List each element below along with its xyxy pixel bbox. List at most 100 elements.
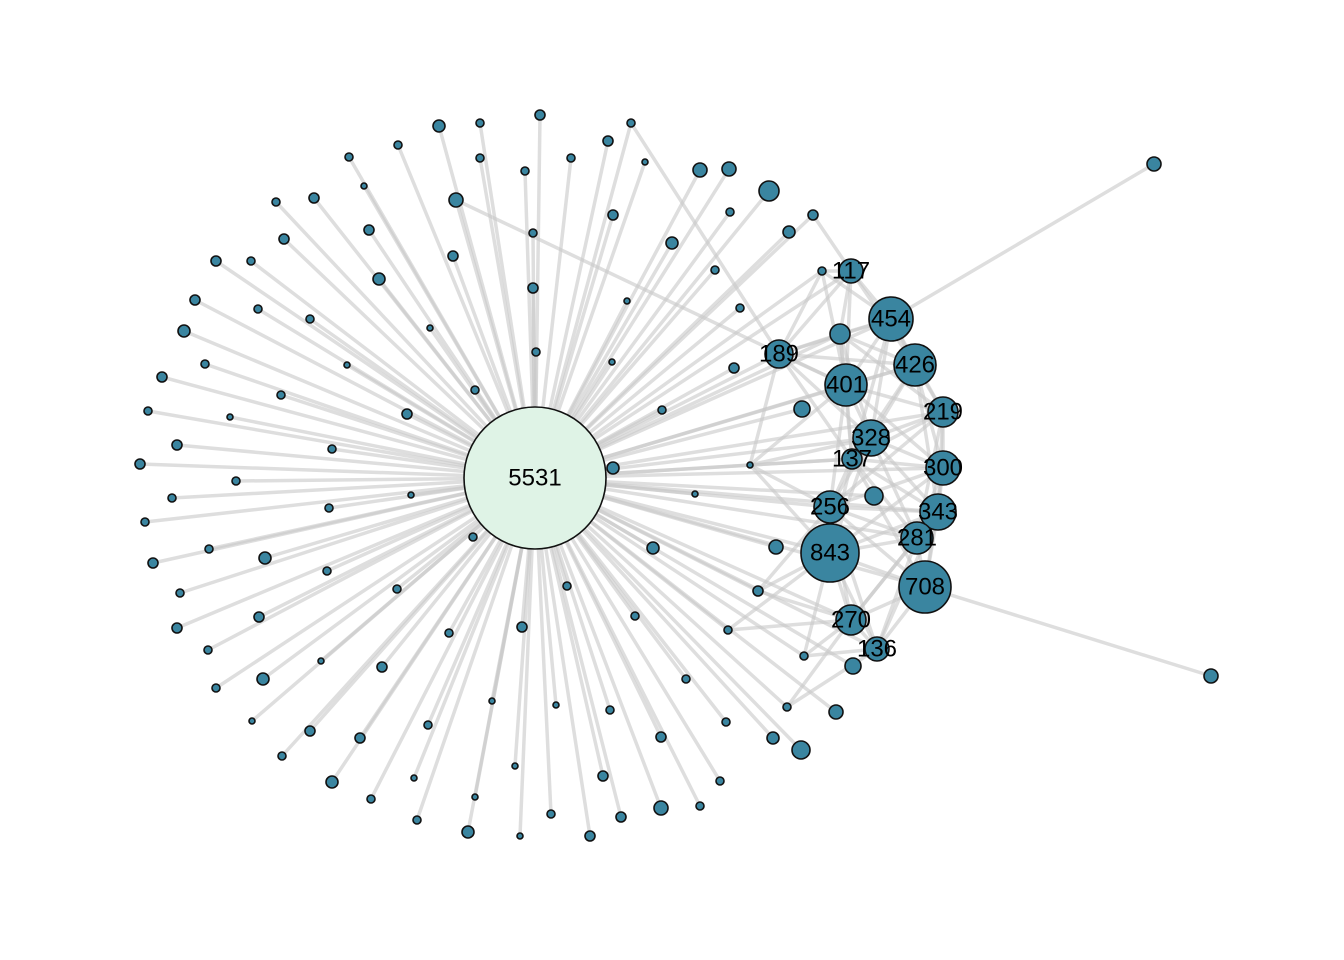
peripheral-node [799, 651, 809, 661]
edge-node-94-n136 [785, 647, 879, 709]
edge-n708-outlier-bottom [923, 585, 1213, 678]
peripheral-node [432, 119, 446, 133]
peripheral-node [203, 645, 213, 655]
peripheral-node [566, 153, 576, 163]
peripheral-node [516, 832, 524, 840]
peripheral-node [210, 255, 222, 267]
hub-node-label: 5531 [508, 465, 561, 492]
peripheral-node [623, 297, 631, 305]
peripheral-node [276, 390, 286, 400]
peripheral-node [546, 809, 556, 819]
peripheral-node [626, 118, 636, 128]
peripheral-node [468, 532, 478, 542]
peripheral-node [528, 228, 538, 238]
peripheral-node [758, 180, 780, 202]
peripheral-node [308, 192, 320, 204]
cluster-node-219 [927, 396, 959, 428]
cluster-node-426 [893, 343, 937, 387]
peripheral-node [605, 705, 615, 715]
edge-n219-n256 [828, 410, 945, 509]
peripheral-node [189, 294, 201, 306]
peripheral-node [488, 697, 496, 705]
peripheral-node [246, 256, 256, 266]
peripheral-node [793, 400, 811, 418]
peripheral-node [140, 517, 150, 527]
peripheral-node [475, 118, 485, 128]
peripheral-node [143, 406, 153, 416]
peripheral-node [829, 323, 851, 345]
peripheral-node [782, 702, 792, 712]
peripheral-node [691, 490, 699, 498]
edge-node-58-n189 [748, 352, 781, 467]
peripheral-node [641, 158, 649, 166]
edge-node-58-n137 [748, 457, 854, 467]
peripheral-node [426, 324, 434, 332]
cluster-node-343 [919, 493, 957, 531]
node-label-219: 219 [923, 399, 963, 426]
peripheral-node [728, 362, 740, 374]
cluster-node-281 [900, 521, 934, 555]
edge-n281-n270 [849, 536, 919, 622]
peripheral-node [715, 776, 725, 786]
peripheral-node [258, 551, 272, 565]
peripheral-node [226, 413, 234, 421]
peripheral-node [448, 192, 464, 208]
node-label-137: 137 [832, 446, 872, 473]
peripheral-node [527, 282, 539, 294]
peripheral-node [844, 657, 862, 675]
node-label-843: 843 [810, 540, 850, 567]
peripheral-node [423, 720, 433, 730]
peripheral-node [791, 740, 811, 760]
peripheral-node [721, 161, 737, 177]
peripheral-node [665, 236, 679, 250]
peripheral-node [607, 209, 619, 221]
peripheral-node [653, 800, 669, 816]
peripheral-node [253, 304, 263, 314]
peripheral-node [1203, 668, 1219, 684]
cluster-node-843 [800, 523, 860, 583]
peripheral-node [534, 109, 546, 121]
node-label-256: 256 [810, 494, 850, 521]
node-label-328: 328 [851, 425, 891, 452]
peripheral-node [344, 152, 354, 162]
peripheral-node [447, 250, 459, 262]
peripheral-node [354, 732, 366, 744]
edge-n189-n328 [777, 352, 873, 440]
peripheral-node [1146, 156, 1162, 172]
peripheral-node [511, 762, 519, 770]
peripheral-node [615, 811, 627, 823]
peripheral-node [393, 140, 403, 150]
peripheral-node [167, 493, 177, 503]
peripheral-node [646, 541, 660, 555]
node-label-117: 117 [832, 258, 870, 285]
edge-node-94-n270 [785, 618, 853, 709]
peripheral-node [828, 704, 844, 720]
edge-n281-n136 [875, 536, 919, 651]
node-label-708: 708 [905, 574, 945, 601]
peripheral-node [608, 358, 616, 366]
cluster-node-117 [838, 258, 864, 284]
peripheral-node [864, 486, 884, 506]
peripheral-node [134, 458, 146, 470]
peripheral-node [562, 581, 572, 591]
edge-node-30-n189 [777, 269, 824, 356]
cluster-node-300 [925, 450, 961, 486]
peripheral-node [253, 611, 265, 623]
peripheral-node [248, 717, 256, 725]
peripheral-node [630, 611, 640, 621]
peripheral-node [412, 815, 422, 825]
peripheral-node [681, 674, 691, 684]
peripheral-node [305, 314, 315, 324]
cluster-node-189 [764, 339, 794, 369]
edge-layer [138, 113, 1213, 838]
peripheral-node [171, 622, 183, 634]
peripheral-node [271, 197, 281, 207]
node-label-454: 454 [871, 306, 911, 333]
peripheral-node [147, 557, 159, 569]
peripheral-node [768, 539, 784, 555]
cluster-node-270 [835, 604, 867, 636]
peripheral-node [256, 672, 270, 686]
peripheral-node [392, 584, 402, 594]
peripheral-node [343, 361, 351, 369]
